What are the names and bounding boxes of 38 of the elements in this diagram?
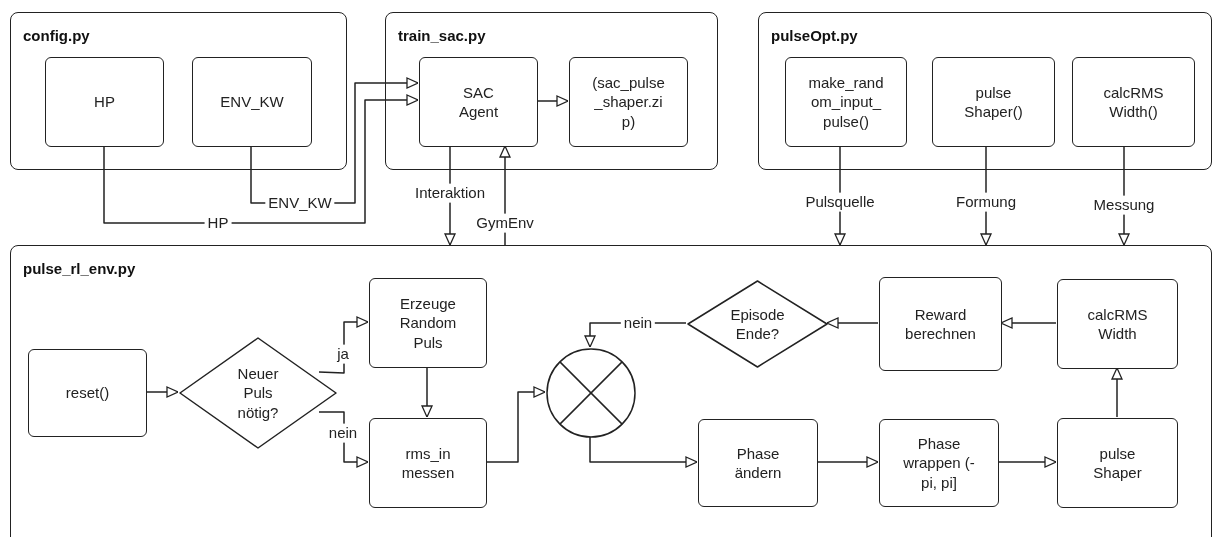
process-box: Phase ändern bbox=[698, 419, 818, 507]
process-box: rms_in messen bbox=[369, 418, 487, 508]
module-frame bbox=[758, 12, 1212, 170]
arrow bbox=[997, 456, 1057, 468]
module-frame bbox=[10, 12, 347, 170]
arrow bbox=[1000, 317, 1057, 329]
arrow bbox=[103, 94, 419, 224]
arrow bbox=[421, 366, 433, 418]
arrow bbox=[318, 316, 369, 374]
process-box: pulse Shaper bbox=[1057, 418, 1178, 508]
process-box: Reward berechnen bbox=[879, 277, 1002, 371]
module-title: pulse_rl_env.py bbox=[23, 260, 136, 279]
module-title: pulseOpt.py bbox=[771, 27, 858, 46]
decision-label: Episode Ende? bbox=[729, 304, 786, 344]
decision-label: Neuer Puls nötig? bbox=[236, 363, 280, 423]
process-box: (sac_pulse_shaper.zip) bbox=[569, 57, 688, 147]
arrow bbox=[145, 386, 179, 398]
process-box: HP bbox=[45, 57, 164, 147]
process-box: pulse Shaper() bbox=[932, 57, 1055, 147]
arrow bbox=[826, 317, 879, 329]
process-box: calcRMS Width() bbox=[1072, 57, 1195, 147]
process-box: SAC Agent bbox=[419, 57, 538, 147]
module-frame bbox=[10, 245, 1212, 537]
process-box: Phase wrappen (-pi, pi] bbox=[879, 419, 999, 507]
module-title: train_sac.py bbox=[398, 27, 486, 46]
edge-label: ja bbox=[334, 344, 352, 364]
arrow bbox=[589, 436, 698, 468]
module-title: config.py bbox=[23, 27, 90, 46]
arrow bbox=[536, 95, 569, 107]
arrow bbox=[485, 386, 546, 463]
arrow bbox=[816, 456, 879, 468]
process-box: Erzeuge Random Puls bbox=[369, 278, 487, 368]
process-box: ENV_KW bbox=[192, 57, 312, 147]
process-box: make_random_input_pulse() bbox=[785, 57, 907, 147]
process-box: calcRMS Width bbox=[1057, 279, 1178, 369]
process-box: reset() bbox=[28, 349, 147, 437]
arrow bbox=[1111, 367, 1123, 418]
module-frame bbox=[385, 12, 718, 170]
